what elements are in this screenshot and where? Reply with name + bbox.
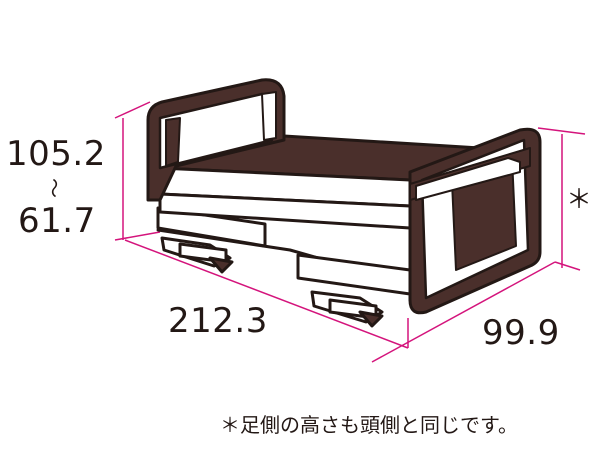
- height-range-separator: 〜: [42, 178, 66, 199]
- right-caster: [296, 253, 412, 328]
- foot-board: [408, 127, 542, 315]
- footnote: ＊足側の高さも頭側と同じです。: [220, 413, 518, 437]
- foot-height-mark: ＊: [566, 185, 593, 215]
- bed-illustration: [146, 78, 542, 328]
- width-label: 99.9: [482, 313, 560, 353]
- length-label: 212.3: [168, 301, 268, 341]
- length-dimension-line: [124, 239, 409, 349]
- dimension-lines: [114, 101, 586, 363]
- head-board: [146, 78, 286, 202]
- width-dimension-line: [371, 261, 556, 363]
- height-min-label: 61.7: [18, 201, 96, 241]
- height-max-label: 105.2: [6, 134, 106, 174]
- left-caster: [156, 206, 267, 274]
- mattress: [158, 134, 482, 230]
